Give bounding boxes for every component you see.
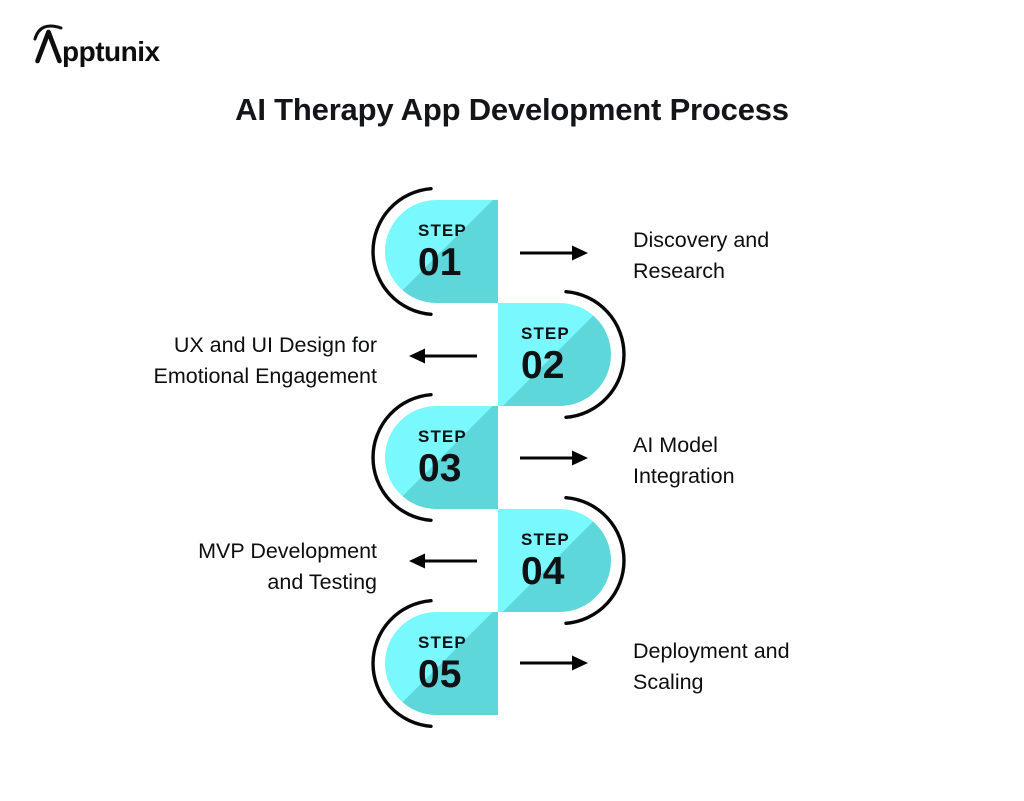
step-pill-01: STEP 01 <box>385 200 498 303</box>
step-word: STEP <box>418 220 467 240</box>
step-02-arc-icon <box>564 290 626 419</box>
step-05-arc-icon <box>371 599 433 728</box>
step-01-arc-icon <box>371 187 433 316</box>
step-04-arc-icon <box>564 496 626 625</box>
step-label-line: Deployment and <box>633 639 790 663</box>
logo-text: pptunix <box>62 36 161 67</box>
page-title: AI Therapy App Development Process <box>235 92 789 127</box>
step-word: STEP <box>521 323 570 343</box>
apptunix-logo: pptunix <box>33 22 213 70</box>
arrow-left-icon <box>409 553 477 569</box>
step-word: STEP <box>418 632 467 652</box>
step-pill-05: STEP 05 <box>385 612 498 715</box>
step-03-arc-icon <box>371 393 433 522</box>
step-label-line: Research <box>633 258 726 283</box>
step-pill-04: STEP 04 <box>498 509 611 612</box>
step-label-line: MVP Development <box>198 539 377 563</box>
step-word: STEP <box>418 426 467 446</box>
apptunix-logo-graphic: pptunix <box>33 24 161 67</box>
step-label-line: UX and UI Design for <box>173 333 377 357</box>
step-pill-03: STEP 03 <box>385 406 498 509</box>
step-label: MVP Development and Testing <box>80 536 377 597</box>
step-number: 05 <box>418 652 462 696</box>
arrow-right-icon <box>520 245 588 261</box>
step-number: 02 <box>521 343 565 387</box>
step-pill-02: STEP 02 <box>498 303 611 406</box>
step-label-line: Emotional Engagement <box>153 363 377 388</box>
step-label: Discovery and Research <box>633 225 943 286</box>
arrow-right-icon <box>520 655 588 671</box>
step-label: UX and UI Design for Emotional Engagemen… <box>80 330 377 391</box>
logo-letter-a-icon <box>35 29 62 64</box>
step-label-line: Integration <box>633 463 735 488</box>
step-label-line: AI Model <box>633 433 718 457</box>
step-label: Deployment and Scaling <box>633 636 943 697</box>
arrow-left-icon <box>409 348 477 364</box>
step-label-line: Discovery and <box>633 228 770 252</box>
logo-arc-icon <box>33 24 63 41</box>
step-label: AI Model Integration <box>633 430 943 491</box>
step-label-line: and Testing <box>267 569 377 594</box>
step-word: STEP <box>521 529 570 549</box>
step-number: 01 <box>418 240 462 284</box>
arrow-right-icon <box>520 450 588 466</box>
step-number: 04 <box>521 549 565 593</box>
step-number: 03 <box>418 446 462 490</box>
step-label-line: Scaling <box>633 669 704 694</box>
